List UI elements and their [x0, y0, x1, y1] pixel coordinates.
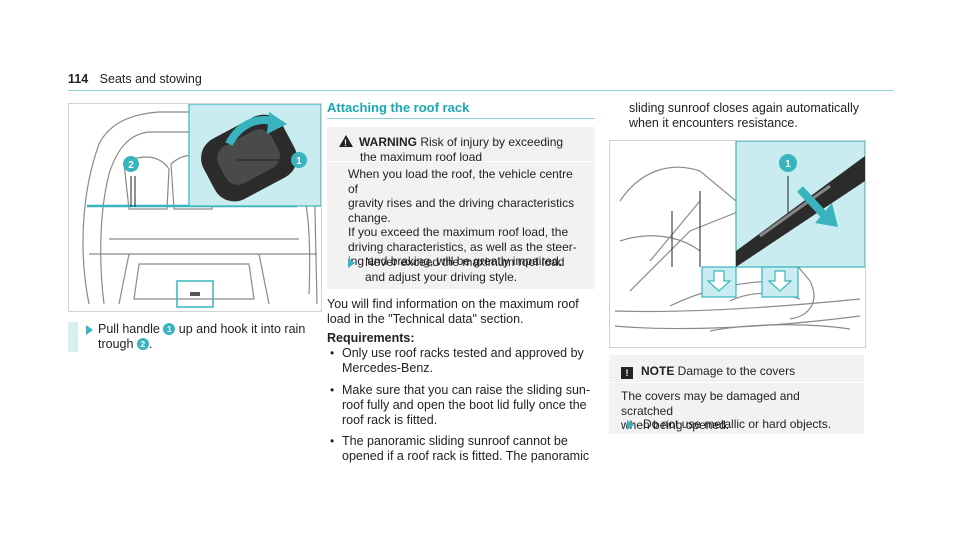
note-action: Do not use metallic or hard objects.	[643, 417, 832, 431]
requirement-line: roof fully and open the boot lid fully o…	[342, 398, 587, 412]
section-name: Seats and stowing	[99, 72, 202, 86]
paragraph-line: when it encounters resistance.	[629, 116, 798, 130]
requirement-line: Make sure that you can raise the sliding…	[342, 383, 591, 397]
warning-label: WARNING	[359, 135, 417, 149]
warning-action-line: and adjust your driving style.	[365, 269, 518, 284]
requirement-line: Only use roof racks tested and approved …	[342, 346, 584, 360]
warning-body-line: gravity rises and the driving characteri…	[348, 196, 575, 210]
requirement-item: • The panoramic sliding sunroof cannot b…	[330, 434, 598, 464]
bullet-icon: •	[330, 383, 335, 397]
note-body-line: The covers may be damaged and scratched	[621, 389, 800, 418]
warning-heading: Risk of injury by exceeding	[417, 135, 564, 149]
warning-box: WARNING Risk of injury by exceeding the …	[327, 127, 595, 289]
figure2-callout-1: 1	[785, 159, 791, 170]
header-divider	[68, 90, 893, 91]
note-heading: Damage to the covers	[674, 364, 796, 378]
page-number: 114	[68, 72, 89, 86]
requirement-line: The panoramic sliding sunroof cannot be	[342, 434, 568, 448]
bullet-icon: •	[330, 346, 335, 360]
callout-1-icon: 1	[163, 323, 176, 335]
section-divider	[327, 118, 595, 119]
note-label: NOTE	[641, 364, 675, 378]
paragraph-line: sliding sunroof closes again automatical…	[629, 101, 859, 115]
step-marker-bar	[68, 322, 78, 352]
arrow-icon	[348, 258, 355, 268]
note-box: ! NOTE Damage to the covers The covers ma…	[609, 355, 864, 434]
warning-icon	[339, 135, 353, 151]
continuation-paragraph: sliding sunroof closes again automatical…	[629, 101, 889, 131]
requirement-line: Mercedes-Benz.	[342, 361, 434, 375]
arrow-icon	[86, 325, 93, 335]
info-paragraph: You will find information on the maximum…	[327, 297, 597, 327]
warning-body-line: If you exceed the maximum roof load, the	[348, 225, 569, 239]
requirement-line: opened if a roof rack is fitted. The pan…	[342, 449, 590, 463]
figure1-callout-1: 1	[296, 156, 302, 167]
section-title: Attaching the roof rack	[327, 100, 470, 115]
step-text: up and hook it into rain	[175, 322, 306, 336]
requirement-item: • Make sure that you can raise the slidi…	[330, 383, 598, 428]
warning-action-line: Never exceed the maximum roof load	[365, 255, 565, 269]
note-body-line: when being opened.	[621, 418, 730, 432]
requirements-label: Requirements:	[327, 331, 415, 345]
warning-body-line: driving characteristics, as well as the …	[348, 239, 577, 254]
figure1-callout-2: 2	[128, 160, 134, 171]
boot-illustration: 1 2	[68, 103, 322, 312]
step-text: Pull handle	[98, 322, 164, 336]
paragraph-line: load in the "Technical data" section.	[327, 312, 524, 326]
requirement-item: • Only use roof racks tested and approve…	[330, 346, 598, 376]
bullet-icon: •	[330, 434, 335, 448]
notice-icon: !	[621, 367, 633, 379]
step-text: .	[148, 337, 153, 351]
paragraph-line: You will find information on the maximum…	[327, 297, 579, 311]
warning-body-line: change.	[348, 210, 391, 225]
step-text: trough	[98, 337, 137, 351]
warning-body-line: ing and braking, will be greatly impaire…	[348, 254, 563, 268]
callout-2-icon: 2	[136, 338, 149, 350]
roof-illustration: 1	[609, 140, 866, 348]
page-header: 114 Seats and stowing	[68, 72, 202, 86]
warning-body-line: When you load the roof, the vehicle cent…	[348, 167, 573, 196]
warning-heading-line2: the maximum roof load	[360, 149, 483, 164]
arrow-icon	[627, 420, 634, 430]
requirement-line: roof rack is fitted.	[342, 413, 438, 427]
